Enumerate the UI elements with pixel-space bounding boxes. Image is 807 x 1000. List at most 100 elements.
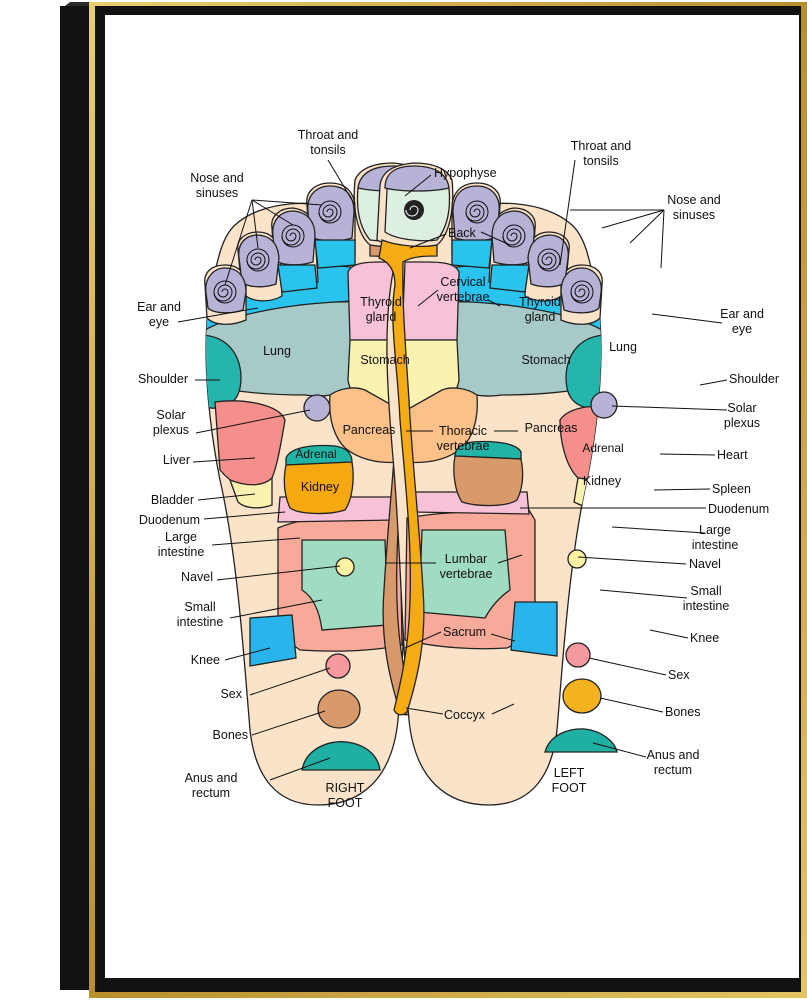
label-left-sex: Sex bbox=[668, 668, 690, 682]
label-left-knee-line: Knee bbox=[690, 631, 719, 645]
label-right-sex: Sex bbox=[220, 687, 242, 701]
label-left-small-intestine-line: Small bbox=[690, 584, 721, 598]
label-left-anus-line: Anus and bbox=[647, 748, 700, 762]
label-left-large-intestine-line: Large bbox=[699, 523, 731, 537]
label-right-bladder-line: Bladder bbox=[151, 493, 194, 507]
label-right-knee-line: Knee bbox=[191, 653, 220, 667]
left-knee-zone bbox=[510, 601, 558, 657]
right-foot-caption-line: FOOT bbox=[328, 796, 363, 810]
label-right-liver-line: Liver bbox=[163, 453, 190, 467]
label-right-lung-line: Lung bbox=[263, 344, 291, 358]
label-cervical-line: Cervical bbox=[440, 275, 485, 289]
label-thoracic-line: Thoracic bbox=[439, 424, 487, 438]
left-foot-caption-line: FOOT bbox=[552, 781, 587, 795]
left-spine bbox=[378, 239, 438, 716]
label-left-spleen: Spleen bbox=[712, 482, 751, 496]
left-bones-zone bbox=[562, 678, 602, 714]
label-right-pancreas: Pancreas bbox=[343, 423, 396, 437]
label-left-kidney-line: Kidney bbox=[583, 474, 622, 488]
label-sacrum-line: Sacrum bbox=[443, 625, 486, 639]
label-right-anus-line: Anus and bbox=[185, 771, 238, 785]
right-sex-zone bbox=[325, 653, 351, 679]
label-left-bones: Bones bbox=[665, 705, 700, 719]
label-right-sex-line: Sex bbox=[220, 687, 242, 701]
label-right-thyroid-line: gland bbox=[366, 310, 397, 324]
right-small-intestine-zone bbox=[301, 539, 389, 631]
left-kidney-zone bbox=[453, 455, 524, 507]
label-right-small-intestine-line: Small bbox=[184, 600, 215, 614]
left-toe-spirals bbox=[404, 200, 594, 304]
label-right-large-intestine-line: intestine bbox=[158, 545, 205, 559]
label-right-navel: Navel bbox=[181, 570, 213, 584]
label-right-shoulder: Shoulder bbox=[138, 372, 188, 386]
label-left-ear-line: eye bbox=[732, 322, 752, 336]
label-sacrum: Sacrum bbox=[443, 625, 486, 639]
label-left-duodenum: Duodenum bbox=[708, 502, 769, 516]
left-solar-plexus-zone bbox=[590, 391, 618, 419]
label-right-thyroid-line: Thyroid bbox=[360, 295, 402, 309]
label-right-liver: Liver bbox=[163, 453, 190, 467]
label-right-adrenal-line: Adrenal bbox=[295, 447, 336, 461]
label-left-stomach: Stomach bbox=[521, 353, 570, 367]
label-left-navel-line: Navel bbox=[689, 557, 721, 571]
label-right-throat-line: tonsils bbox=[310, 143, 345, 157]
label-left-lung-line: Lung bbox=[609, 340, 637, 354]
label-left-knee: Knee bbox=[690, 631, 719, 645]
label-right-ear-line: Ear and bbox=[137, 300, 181, 314]
label-right-nose-line: Nose and bbox=[190, 171, 244, 185]
right-solar-plexus-zone bbox=[303, 394, 331, 422]
right-navel-zone bbox=[335, 557, 355, 577]
leader-lines bbox=[177, 159, 728, 781]
label-back-line: Back bbox=[448, 226, 477, 240]
label-right-pancreas-line: Pancreas bbox=[343, 423, 396, 437]
label-left-heart-line: Heart bbox=[717, 448, 748, 462]
left-small-intestine-zone bbox=[418, 529, 511, 619]
label-right-duodenum: Duodenum bbox=[139, 513, 200, 527]
right-anus-zone bbox=[301, 741, 381, 771]
left-sex-zone bbox=[565, 642, 591, 668]
label-right-shoulder-line: Shoulder bbox=[138, 372, 188, 386]
label-left-thyroid-line: Thyroid bbox=[519, 295, 561, 309]
label-left-throat-line: tonsils bbox=[583, 154, 618, 168]
label-right-knee: Knee bbox=[191, 653, 220, 667]
picture-frame bbox=[60, 2, 807, 998]
left-foot bbox=[376, 162, 618, 806]
label-lumbar-line: Lumbar bbox=[445, 552, 487, 566]
label-left-large-intestine-line: intestine bbox=[692, 538, 739, 552]
right-bladder-zone bbox=[228, 476, 273, 509]
label-left-pancreas: Pancreas bbox=[525, 421, 578, 435]
left-navel-zone bbox=[567, 549, 587, 569]
label-right-bones: Bones bbox=[213, 728, 248, 742]
label-left-lung: Lung bbox=[609, 340, 637, 354]
label-left-thyroid-line: gland bbox=[525, 310, 556, 324]
label-left-ear-line: Ear and bbox=[720, 307, 764, 321]
right-knee-zone bbox=[249, 614, 297, 667]
label-left-sex-line: Sex bbox=[668, 668, 690, 682]
label-right-stomach: Stomach bbox=[360, 353, 409, 367]
label-right-adrenal: Adrenal bbox=[295, 447, 336, 461]
label-left-anus-line: rectum bbox=[654, 763, 692, 777]
left-adrenal-zone bbox=[454, 440, 522, 460]
label-right-solar-line: Solar bbox=[156, 408, 185, 422]
label-left-adrenal-line: Adrenal bbox=[582, 441, 623, 455]
label-right-kidney-line: Kidney bbox=[301, 480, 340, 494]
label-left-pancreas-line: Pancreas bbox=[525, 421, 578, 435]
label-left-spleen-line: Spleen bbox=[712, 482, 751, 496]
right-bones-zone bbox=[317, 689, 361, 729]
